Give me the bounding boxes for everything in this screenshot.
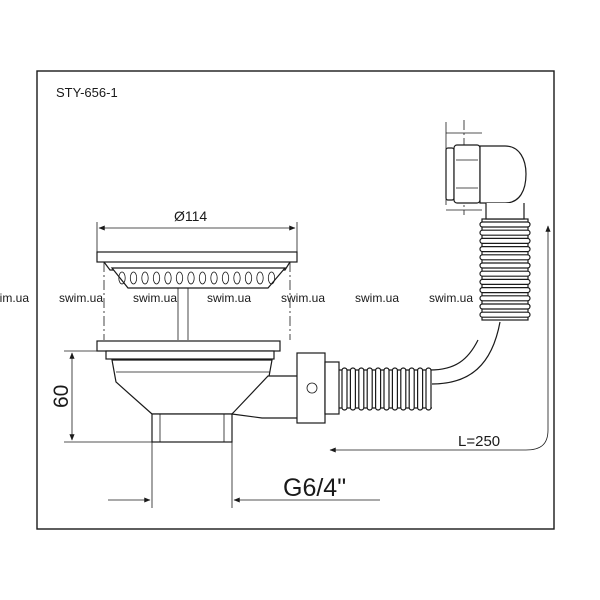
hose-rib	[417, 367, 424, 411]
hose-rib	[479, 287, 531, 294]
thread-label: G6/4"	[283, 474, 346, 502]
hose-rib	[479, 295, 531, 302]
hose-rib	[479, 221, 531, 228]
hose-rib	[358, 367, 365, 411]
hose-rib	[479, 262, 531, 269]
hose-rib	[479, 246, 531, 253]
strainer-slots	[118, 271, 276, 285]
hose-rib	[400, 367, 407, 411]
strainer-slot	[221, 271, 230, 285]
hose-rib	[479, 270, 531, 277]
strainer-slot	[256, 271, 264, 285]
hose-rib	[479, 254, 531, 261]
hose-ribs	[341, 367, 432, 411]
strainer-slot	[164, 271, 172, 285]
model-code-label: STY-656-1	[56, 85, 118, 100]
vertical-hose-ribs	[479, 221, 531, 318]
strainer-assembly	[96, 251, 340, 443]
strainer-slot	[175, 271, 184, 285]
hose-rib	[479, 237, 531, 244]
watermark-text: swim.ua	[281, 291, 325, 305]
strainer-slot	[198, 271, 207, 285]
strainer-slot	[187, 271, 195, 285]
strainer-slot	[141, 271, 149, 285]
hose-rib	[408, 367, 415, 411]
watermark-text: swim.ua	[355, 291, 399, 305]
strainer-slot	[244, 271, 253, 285]
watermark-text: swim.ua	[59, 291, 103, 305]
hose-rib	[366, 367, 373, 411]
hose-rib	[479, 311, 531, 318]
height-dimension: 60	[50, 350, 152, 443]
strainer-slot	[152, 271, 161, 285]
watermark-text: swim.ua	[0, 291, 29, 305]
hose-rib	[349, 367, 356, 411]
diameter-dimension: Ø114	[96, 208, 298, 252]
overflow-cap	[445, 120, 527, 220]
strainer-slot	[267, 271, 276, 285]
strainer-slot	[233, 271, 241, 285]
hose-rib	[479, 303, 531, 310]
strainer-slot	[118, 271, 126, 285]
hose-rib	[383, 367, 390, 411]
overflow-hose	[339, 218, 531, 411]
strainer-slot	[129, 271, 138, 285]
watermark-text: swim.ua	[133, 291, 177, 305]
watermark-text: swim.ua	[207, 291, 251, 305]
watermark-row: swim.ua swim.ua swim.ua swim.ua swim.ua swim.…	[0, 291, 473, 305]
drawing-frame	[36, 70, 555, 530]
hose-rib	[391, 367, 398, 411]
hose-rib	[425, 367, 432, 411]
hose-rib	[479, 229, 531, 236]
hose-rib	[341, 367, 348, 411]
hose-rib	[479, 278, 531, 285]
hose-length-label: L=250	[458, 433, 500, 450]
strainer-slot	[210, 271, 218, 285]
thread-dimension: G6/4"	[108, 442, 380, 508]
hose-length-dimension: L=250	[329, 225, 551, 453]
diameter-label: Ø114	[174, 208, 207, 224]
watermark-text: swim.ua	[429, 291, 473, 305]
height-label: 60	[50, 385, 73, 408]
hose-rib	[375, 367, 382, 411]
